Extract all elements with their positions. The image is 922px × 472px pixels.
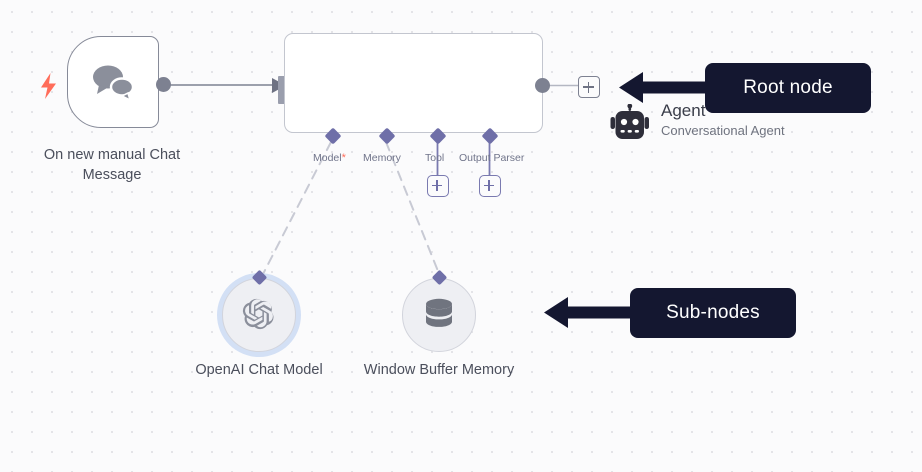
port-label-memory: Memory — [363, 152, 401, 164]
agent-output-port[interactable] — [535, 78, 550, 93]
agent-add-node-button[interactable] — [578, 76, 600, 98]
add-tool-button[interactable] — [426, 175, 449, 197]
database-icon — [426, 298, 452, 327]
port-label-model-text: Model — [313, 152, 342, 164]
node-window-buffer-memory[interactable] — [402, 278, 476, 352]
node-label-trigger: On new manual Chat Message — [43, 147, 181, 183]
chat-bubbles-icon — [93, 65, 135, 102]
node-openai-chat-model[interactable] — [222, 278, 296, 352]
annotation-root-node-text: Root node — [743, 77, 833, 98]
robot-icon — [610, 104, 649, 139]
annotation-sub-nodes-text: Sub-nodes — [666, 302, 760, 323]
port-label-model: Model* — [313, 152, 346, 165]
sub-nodes-arrow-icon — [544, 297, 630, 328]
annotation-root-node: Root node — [705, 63, 871, 113]
node-label-openai-chat-model: OpenAI Chat Model — [195, 362, 323, 378]
port-label-tool: Tool — [425, 152, 445, 164]
agent-title: Agent — [661, 101, 706, 120]
annotation-sub-nodes: Sub-nodes — [630, 288, 796, 338]
agent-title-block: Agent Conversational Agent — [661, 100, 831, 140]
openai-logo-icon — [242, 298, 274, 330]
port-label-output-parser: Output Parser — [459, 152, 525, 164]
node-agent[interactable]: Agent Conversational Agent — [284, 33, 785, 139]
lightning-bolt-icon — [41, 73, 56, 99]
node-on-new-manual-chat-message[interactable] — [67, 36, 159, 128]
add-output-parser-button[interactable] — [478, 175, 501, 197]
port-required-marker-model: * — [341, 152, 346, 164]
root-node-arrow-icon — [619, 72, 705, 103]
trigger-output-port[interactable] — [156, 77, 171, 92]
agent-subtitle: Conversational Agent — [661, 123, 785, 138]
node-label-window-buffer-memory: Window Buffer Memory — [363, 362, 515, 378]
